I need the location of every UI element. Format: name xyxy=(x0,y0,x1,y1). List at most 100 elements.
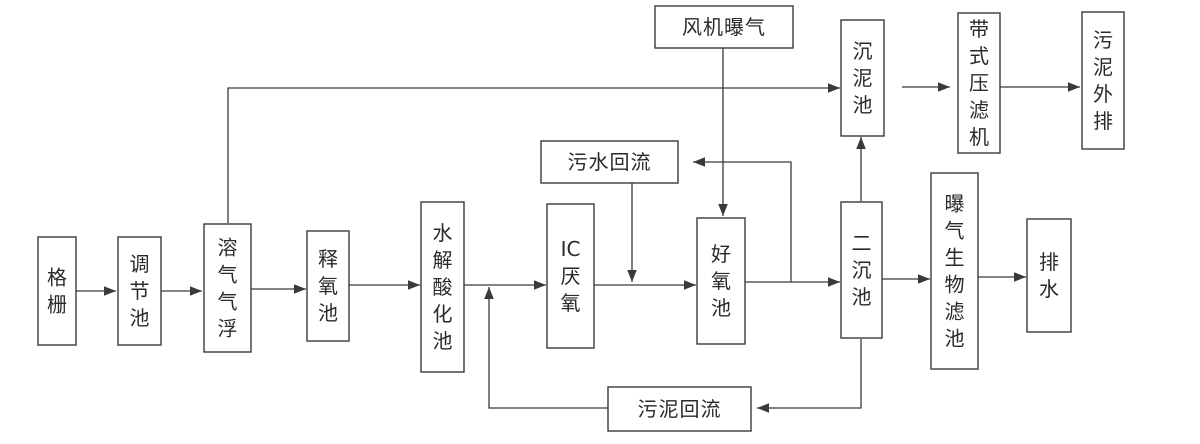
box-outline xyxy=(607,386,752,432)
box-outline xyxy=(930,172,979,370)
box-label-char: 压 xyxy=(969,71,989,95)
box-outline xyxy=(37,236,77,346)
box-label: 调节池 xyxy=(130,252,150,330)
box-label: 污泥回流 xyxy=(638,397,722,421)
box-label-char: 池 xyxy=(852,285,872,309)
box-label-char: 泥 xyxy=(853,66,873,90)
box-label-char: 浮 xyxy=(218,317,238,341)
box-label-char: 好 xyxy=(711,242,731,266)
box-outline xyxy=(654,5,794,49)
box-label: 污泥外排 xyxy=(1093,28,1113,133)
node-blower-aeration: 风机曝气 xyxy=(654,5,794,49)
box-label-char: 氧 xyxy=(561,291,581,315)
node-baf: 曝气生物滤池 xyxy=(930,172,979,370)
box-label-char: 溶 xyxy=(218,236,238,260)
box-label-char: 气 xyxy=(218,263,238,287)
node-aerobic-tank: 好氧池 xyxy=(696,217,746,345)
box-outline xyxy=(1026,218,1072,333)
box-label-char: 水 xyxy=(433,221,453,245)
box-outline xyxy=(117,236,162,346)
node-ic-anaerobic: IC 厌氧 xyxy=(546,203,595,349)
node-discharge: 排水 xyxy=(1026,218,1072,333)
box-label-char: 滤 xyxy=(969,98,989,122)
box-label-char: 池 xyxy=(130,306,150,330)
arrow-wastewater-return-line xyxy=(693,157,792,282)
node-daf: 溶气气浮 xyxy=(203,223,252,353)
arrow-daf-scum-to-sludge-tank xyxy=(227,83,840,223)
box-outline xyxy=(306,230,350,342)
box-outline xyxy=(957,12,1001,154)
node-sludge-tank: 沉泥池 xyxy=(840,19,885,137)
box-outline xyxy=(540,140,679,184)
box-outline xyxy=(203,223,252,353)
box-outline xyxy=(840,201,883,339)
box-label-char: 栅 xyxy=(47,293,67,317)
box-label-char: 生 xyxy=(945,246,965,270)
box-label-char: 沉 xyxy=(852,258,872,282)
box-label-char: 池 xyxy=(433,329,453,353)
box-label: 曝气生物滤池 xyxy=(945,192,965,351)
box-label: 沉泥池 xyxy=(853,39,873,117)
box-label: 污水回流 xyxy=(568,150,652,174)
box-outline xyxy=(696,217,746,345)
box-outline xyxy=(546,203,595,349)
box-label: 二沉池 xyxy=(852,231,872,309)
box-label-char: 氧 xyxy=(711,269,731,293)
box-label-char: 污 xyxy=(1093,28,1113,52)
box-label-char: IC xyxy=(561,237,581,261)
box-label-char: 泥 xyxy=(1093,55,1113,79)
box-label-char: 池 xyxy=(318,301,338,325)
box-label-char: 带 xyxy=(969,17,989,41)
box-label-char: 排 xyxy=(1039,250,1059,274)
node-secondary-clarifier: 二沉池 xyxy=(840,201,883,339)
box-label-char: 酸 xyxy=(433,275,453,299)
box-label-char: 池 xyxy=(853,93,873,117)
box-label-char: 池 xyxy=(945,327,965,351)
box-outline xyxy=(840,19,885,137)
box-label: 好氧池 xyxy=(711,242,731,320)
box-label-char: 外 xyxy=(1093,82,1113,106)
arrow-clarifier-to-sludge-return xyxy=(757,339,862,413)
box-label: 水解酸化池 xyxy=(433,221,453,353)
box-label-char: 氧 xyxy=(318,274,338,298)
arrow-sludge-return-to-hydrolysis-line xyxy=(484,287,608,409)
box-label: 溶气气浮 xyxy=(218,236,238,341)
box-label: 风机曝气 xyxy=(682,15,766,39)
box-label-char: 式 xyxy=(969,44,989,68)
box-label-char: 池 xyxy=(711,296,731,320)
box-label: 排水 xyxy=(1039,250,1059,301)
box-outline xyxy=(420,201,465,373)
box-label-char: 气 xyxy=(218,290,238,314)
box-label-char: 释 xyxy=(318,247,338,271)
box-label: IC 厌氧 xyxy=(561,237,581,315)
box-outline xyxy=(1081,11,1125,150)
box-label-char: 节 xyxy=(130,279,150,303)
node-oxygen-release-tank: 释氧池 xyxy=(306,230,350,342)
box-label-char: 二 xyxy=(852,231,872,255)
node-wastewater-return: 污水回流 xyxy=(540,140,679,184)
box-label-char: 滤 xyxy=(945,300,965,324)
node-sludge-return: 污泥回流 xyxy=(607,386,752,432)
box-label-char: 曝 xyxy=(945,192,965,216)
node-hydrolysis-acidification-tank: 水解酸化池 xyxy=(420,201,465,373)
box-label-char: 排 xyxy=(1093,109,1113,133)
box-label-char: 调 xyxy=(130,252,150,276)
box-label: 带式压滤机 xyxy=(969,17,989,149)
node-screen: 格栅 xyxy=(37,236,77,346)
node-equalization-tank: 调节池 xyxy=(117,236,162,346)
box-label-char: 格 xyxy=(47,266,67,290)
box-label-char: 沉 xyxy=(853,39,873,63)
box-label-char: 机 xyxy=(969,125,989,149)
box-label-char: 化 xyxy=(433,302,453,326)
node-sludge-disposal: 污泥外排 xyxy=(1081,11,1125,150)
connectors xyxy=(76,48,1080,413)
box-label-char: 厌 xyxy=(561,264,581,288)
box-label-char: 水 xyxy=(1039,277,1059,301)
box-label: 释氧池 xyxy=(318,247,338,325)
box-label-char: 物 xyxy=(945,273,965,297)
box-label-char: 解 xyxy=(433,248,453,272)
box-label: 格栅 xyxy=(47,266,67,317)
box-label-char: 气 xyxy=(945,219,965,243)
node-belt-filter-press: 带式压滤机 xyxy=(957,12,1001,154)
